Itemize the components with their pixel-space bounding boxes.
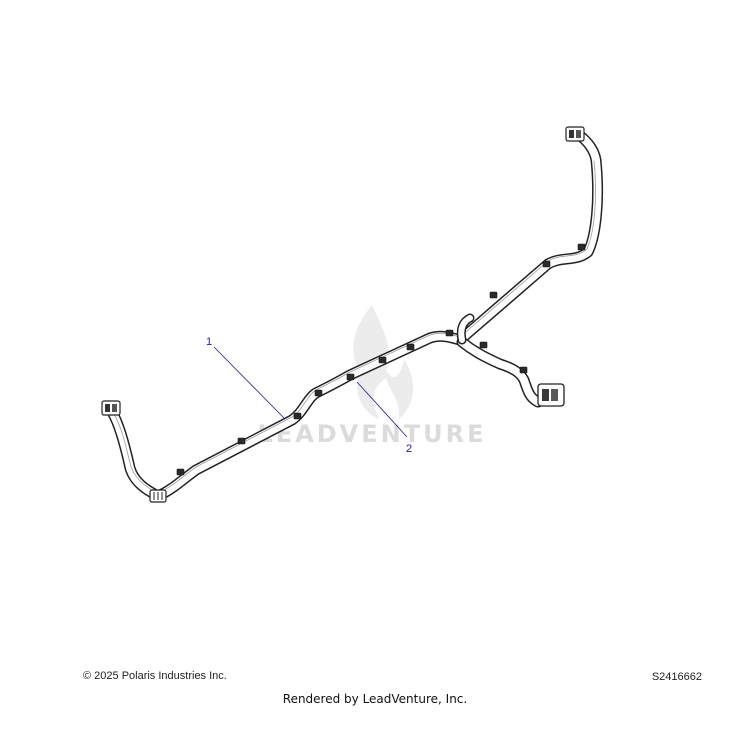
part-code: S2416662 <box>651 671 702 683</box>
connector-left-end <box>101 400 121 416</box>
clip <box>489 291 498 299</box>
rendered-by-text: Rendered by LeadVenture, Inc. <box>282 692 468 706</box>
clip <box>542 260 551 268</box>
clip <box>237 437 246 445</box>
callout-1: 1 <box>206 336 285 419</box>
clip <box>314 389 323 397</box>
clip <box>577 243 586 251</box>
clip <box>176 468 185 476</box>
connector-lower-left <box>149 489 167 503</box>
watermark-text: LEADVENTURE <box>258 420 487 448</box>
callout-2-number: 2 <box>406 443 412 455</box>
clip <box>346 373 355 381</box>
callout-2-leader <box>356 381 408 438</box>
clip <box>479 341 488 349</box>
callout-1-leader <box>213 346 285 419</box>
callout-2: 2 <box>356 381 412 455</box>
clip <box>378 356 387 364</box>
connector-branch-end <box>537 383 565 407</box>
watermark: LEADVENTURE <box>258 305 487 448</box>
harness-main-trunk <box>106 128 604 502</box>
clip <box>293 412 302 420</box>
copyright-text: © 2025 Polaris Industries Inc. <box>83 670 227 682</box>
clip <box>519 366 528 374</box>
clip <box>445 329 454 337</box>
harness-clips <box>176 243 586 476</box>
clip <box>406 343 415 351</box>
connector-right-top <box>565 126 585 142</box>
callout-1-number: 1 <box>206 336 212 348</box>
